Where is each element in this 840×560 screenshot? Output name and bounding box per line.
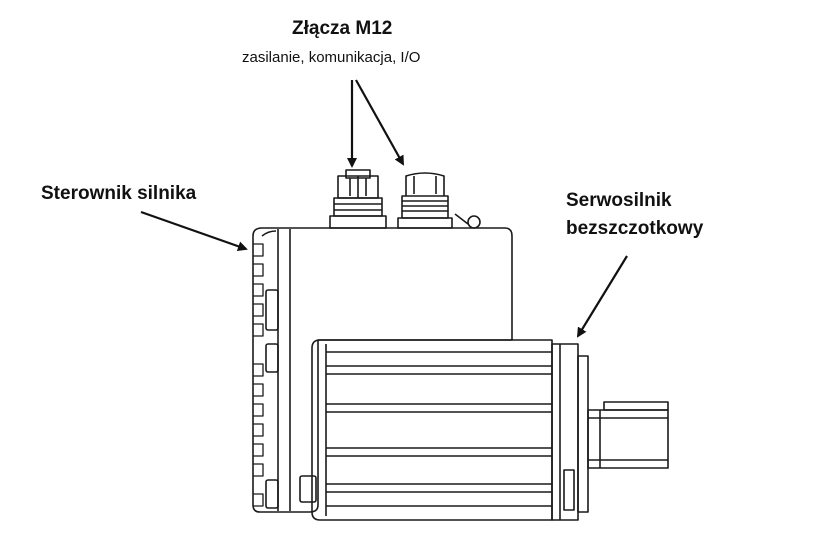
arrow-icon — [355, 79, 404, 166]
servo-label-line1: Serwosilnik — [566, 190, 672, 211]
controller-housing — [252, 227, 513, 513]
arrow-icon — [576, 255, 628, 338]
connectors-subtitle: zasilanie, komunikacja, I/O — [242, 49, 421, 66]
arrow-icon — [140, 210, 248, 252]
motor-body — [311, 339, 669, 521]
servo-label-line2: bezszczotkowy — [566, 218, 704, 239]
m12-connector-left — [329, 169, 387, 229]
connectors-title: Złącza M12 — [292, 18, 393, 39]
controller-label: Sterownik silnika — [41, 183, 197, 204]
m12-connector-right — [397, 172, 481, 229]
